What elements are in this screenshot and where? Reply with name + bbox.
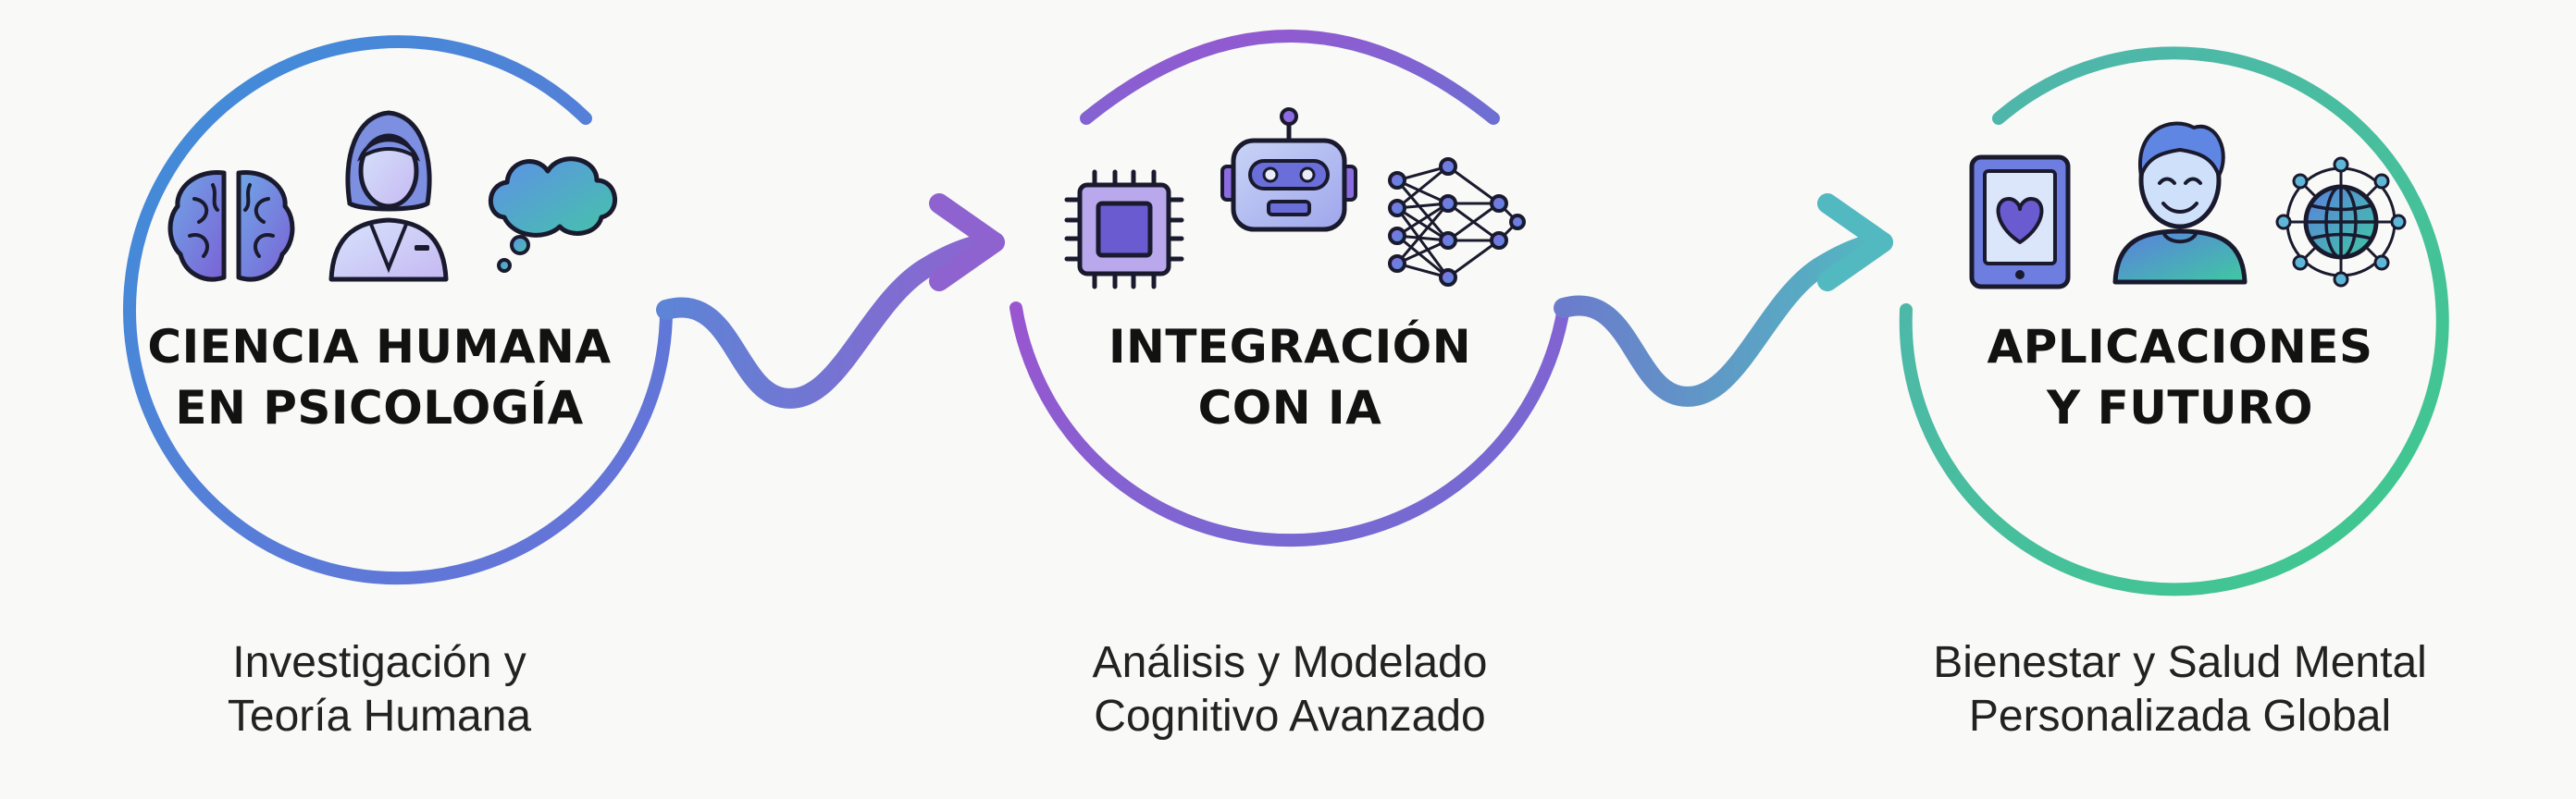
stage-2-subtitle: Análisis y Modelado Cognitivo Avanzado [994, 636, 1586, 744]
stage-2-ring [1009, 301, 1570, 547]
stage-2-subtitle-line-1: Análisis y Modelado [1092, 638, 1488, 687]
stage-1-subtitle-line-1: Investigación y [232, 638, 526, 687]
smiling-person-icon [2112, 121, 2248, 285]
cpu-chip-icon [1064, 169, 1184, 289]
tablet-heart-icon [1969, 154, 2071, 289]
stage-1-title: CIENCIA HUMANA EN PSICOLOGÍA [120, 316, 638, 438]
stage-3-title-line-2: Y FUTURO [2046, 381, 2314, 435]
robot-icon [1220, 107, 1357, 232]
global-network-icon [2275, 156, 2407, 288]
stage-3-title-line-1: APLICACIONES [1987, 320, 2373, 374]
stage-1-title-line-2: EN PSICOLOGÍA [175, 381, 584, 435]
connector-arrowhead-2 [1817, 193, 1893, 291]
stage-2-ring-top [1080, 30, 1500, 125]
stage-2-title: INTEGRACIÓN CON IA [1031, 316, 1549, 438]
stage-2-title-line-1: INTEGRACIÓN [1108, 320, 1472, 374]
stage-1-subtitle-line-2: Teoría Humana [227, 692, 532, 741]
stage-3-subtitle-line-2: Personalizada Global [1968, 692, 2392, 741]
connector-arrow-2 [1554, 232, 1893, 407]
stage-2-title-line-2: CON IA [1197, 381, 1382, 435]
stage-1-subtitle: Investigación y Teoría Humana [120, 636, 638, 744]
stage-3-subtitle-line-1: Bienestar y Salud Mental [1933, 638, 2427, 687]
connector-arrowhead-1 [929, 193, 1005, 291]
stage-1-ring [123, 35, 673, 585]
brain-icon [167, 170, 295, 282]
stage-3-title: APLICACIONES Y FUTURO [1921, 316, 2439, 438]
stage-2-subtitle-line-2: Cognitivo Avanzado [1094, 692, 1486, 741]
psychologist-icon [328, 110, 449, 282]
neural-network-icon [1388, 157, 1526, 287]
connector-arrow-1 [656, 232, 1005, 409]
stage-1-title-line-1: CIENCIA HUMANA [147, 320, 612, 374]
stage-3-subtitle: Bienestar y Salud Mental Personalizada G… [1865, 636, 2495, 744]
stage-3-ring [1899, 46, 2449, 596]
thought-cloud-icon [488, 156, 618, 273]
